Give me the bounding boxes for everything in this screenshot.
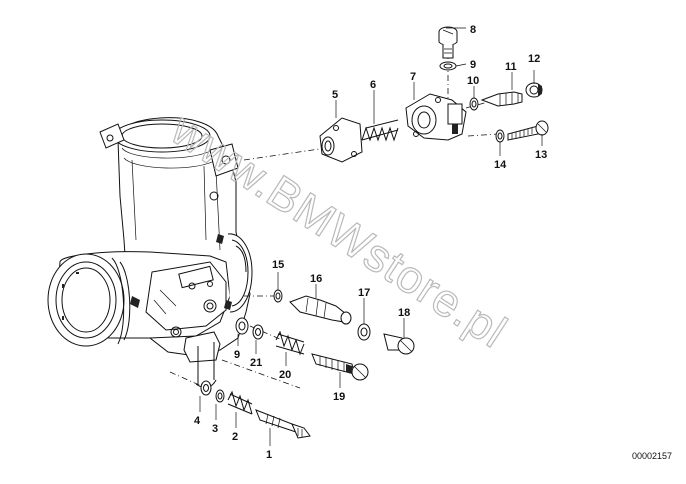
part-2-spring bbox=[227, 390, 253, 415]
part-14-washer bbox=[495, 129, 505, 143]
part-9-washer-lower bbox=[235, 317, 249, 335]
callout-10: 10 bbox=[467, 75, 479, 87]
callout-2: 2 bbox=[232, 431, 238, 443]
part-11-needle bbox=[480, 91, 523, 107]
callout-3: 3 bbox=[212, 423, 218, 435]
callout-9-lower: 9 bbox=[234, 349, 240, 361]
callout-13: 13 bbox=[535, 149, 547, 161]
carburetor-body bbox=[47, 117, 253, 388]
callout-4: 4 bbox=[194, 415, 201, 427]
callout-6: 6 bbox=[370, 79, 376, 91]
callout-18: 18 bbox=[398, 307, 410, 319]
part-15-washer bbox=[273, 289, 283, 303]
callout-5: 5 bbox=[332, 89, 338, 101]
part-7-housing bbox=[405, 93, 467, 141]
part-6-spring bbox=[361, 119, 399, 142]
part-1-screw bbox=[255, 409, 311, 439]
part-16-idle-jet bbox=[289, 295, 352, 325]
part-20-spring bbox=[275, 330, 305, 356]
callout-11: 11 bbox=[505, 61, 517, 73]
diagram-reference-number: 00002157 bbox=[632, 451, 672, 461]
callout-20: 20 bbox=[279, 369, 291, 381]
part-8-screw bbox=[438, 26, 458, 59]
assembly-axis-lines bbox=[169, 36, 499, 389]
callout-14: 14 bbox=[494, 159, 507, 171]
part-9-washer-upper bbox=[439, 61, 457, 71]
part-10-oring bbox=[469, 97, 479, 111]
part-18-plug-screw bbox=[383, 333, 415, 355]
part-4-washer bbox=[200, 380, 212, 396]
part-12-cap bbox=[525, 82, 543, 98]
callout-16: 16 bbox=[310, 273, 322, 285]
callout-8: 8 bbox=[470, 24, 476, 36]
callout-12: 12 bbox=[528, 53, 540, 65]
callout-labels: 8 9 5 6 7 10 11 12 13 14 15 16 17 18 9 2… bbox=[194, 24, 547, 461]
part-13-screw bbox=[507, 120, 549, 141]
callout-17: 17 bbox=[358, 287, 370, 299]
callout-19: 19 bbox=[333, 391, 345, 403]
callout-leader-lines bbox=[199, 27, 543, 446]
part-5-cover-plate bbox=[319, 117, 363, 163]
part-21-oring bbox=[252, 324, 264, 340]
part-19-mixture-screw bbox=[311, 353, 369, 381]
part-3-oring bbox=[215, 389, 225, 403]
callout-7: 7 bbox=[410, 71, 416, 83]
callout-9-upper: 9 bbox=[470, 59, 476, 71]
callout-1: 1 bbox=[266, 449, 272, 461]
part-17-washer bbox=[357, 323, 371, 341]
callout-21: 21 bbox=[250, 357, 262, 369]
callout-15: 15 bbox=[272, 259, 284, 271]
